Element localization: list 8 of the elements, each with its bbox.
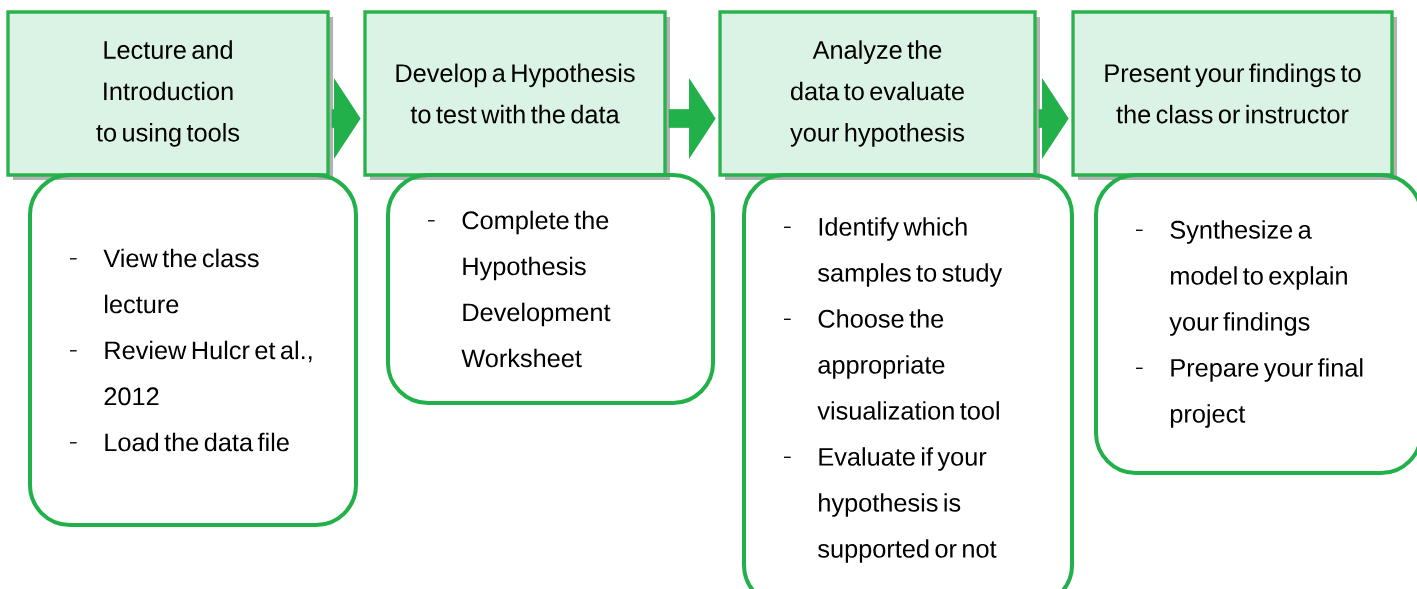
task-box: Identify which samples to study Choose the appropriate visualization tool Evaluate if your hypothesis is supported or not	[742, 173, 1074, 589]
step-header: Analyze the data to evaluate your hypothesis	[718, 10, 1040, 180]
task-box: Synthesize a model to explain your findings Prepare your final project	[1094, 173, 1417, 475]
task-box: View the class lecture Review Hulcr et al., 2012 Load the data file	[28, 173, 358, 527]
step-header: Lecture and Introduction to using tools	[6, 10, 333, 180]
step-header: Present your findings to the class or instructor	[1071, 10, 1397, 180]
step-header: Develop a Hypothesis to test with the data	[363, 10, 670, 180]
task-box: Complete the Hypothesis Development Worksheet	[385, 173, 716, 405]
